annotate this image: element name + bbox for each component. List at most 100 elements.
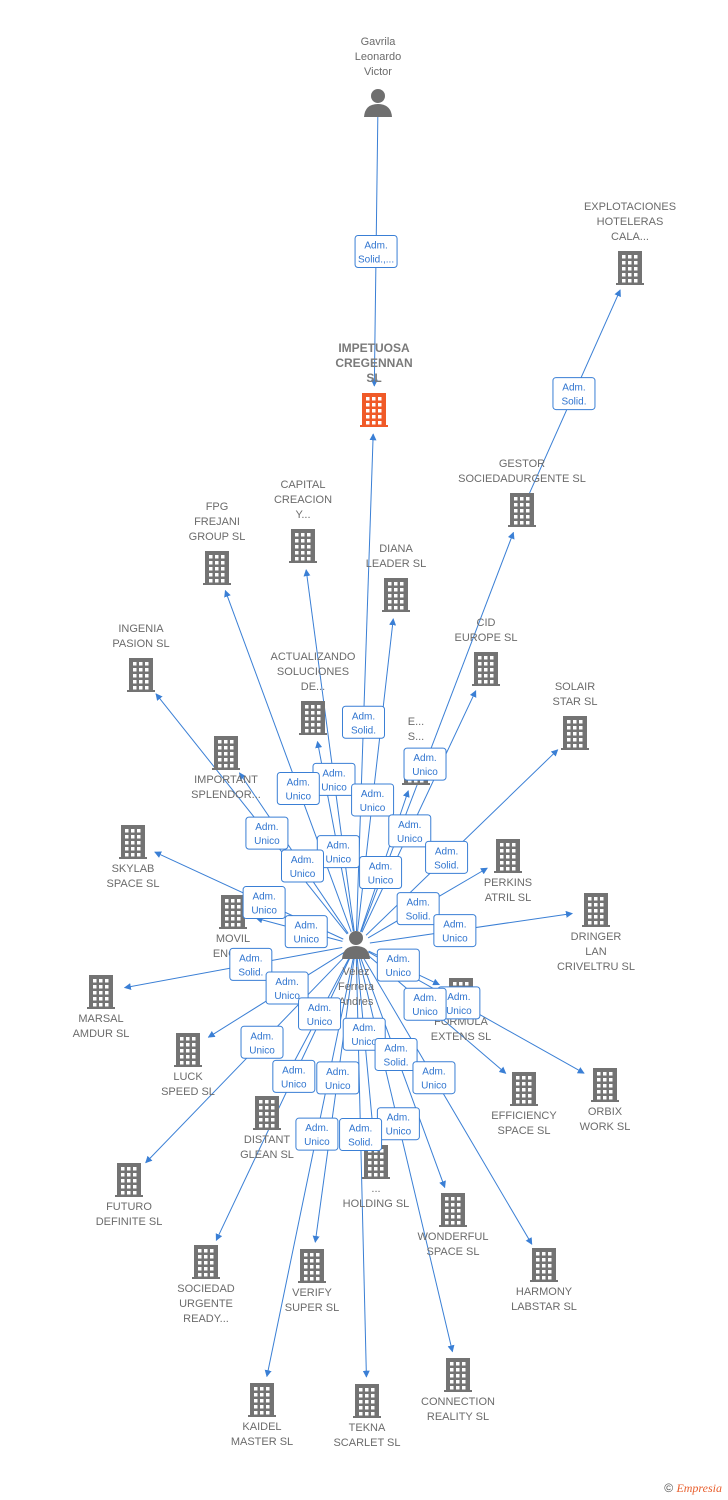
- role-text: Adm.: [327, 841, 350, 852]
- role-badge[interactable]: Adm.Unico: [240, 1025, 284, 1059]
- role-text: Unico: [442, 934, 468, 945]
- role-badge[interactable]: Adm.Unico: [276, 771, 320, 805]
- node-label: Leonardo: [355, 51, 402, 63]
- company-node[interactable]: ACTUALIZANDOSOLUCIONESDE...: [271, 651, 356, 735]
- node-label: GESTOR: [499, 458, 545, 470]
- role-badge[interactable]: Adm.Unico: [298, 997, 342, 1031]
- role-badge[interactable]: Adm.Unico: [376, 948, 420, 982]
- role-text: Unico: [386, 1127, 412, 1138]
- role-badge[interactable]: Adm.Unico: [388, 814, 432, 848]
- role-text: Adm.: [413, 753, 436, 764]
- role-text: Adm.: [447, 992, 470, 1003]
- role-text: Unico: [307, 1017, 333, 1028]
- role-text: Adm.: [295, 921, 318, 932]
- role-badge[interactable]: Adm.Unico: [403, 987, 447, 1021]
- role-text: Adm.: [353, 1023, 376, 1034]
- role-badge[interactable]: Adm.Unico: [376, 1107, 420, 1141]
- role-badge[interactable]: Adm.Solid.: [396, 892, 440, 926]
- role-badge[interactable]: Adm.Unico: [312, 762, 356, 796]
- role-text: Adm.: [352, 711, 375, 722]
- node-label: KAIDEL: [242, 1421, 281, 1433]
- node-label: IMPETUOSA: [338, 341, 410, 355]
- company-node[interactable]: GESTOR SOCIEDADURGENTE SL: [458, 458, 586, 527]
- role-badge[interactable]: Adm.Solid.: [552, 377, 596, 411]
- role-badge[interactable]: Adm.Unico: [284, 915, 328, 949]
- role-badge[interactable]: Adm.Unico: [272, 1059, 316, 1093]
- role-badge[interactable]: Adm.Solid.: [374, 1037, 418, 1071]
- role-badge[interactable]: Adm.Unico: [403, 747, 447, 781]
- role-text: Solid.: [384, 1057, 409, 1068]
- building-icon: [472, 652, 500, 686]
- building-icon: [299, 701, 327, 735]
- role-text: Unico: [351, 1037, 377, 1048]
- role-badge[interactable]: Adm.Solid.: [229, 947, 273, 981]
- role-badge[interactable]: Adm.Unico: [433, 914, 477, 948]
- node-label: Velez: [343, 966, 370, 978]
- role-badge[interactable]: Adm.Unico: [295, 1117, 339, 1151]
- role-badge[interactable]: Adm.Solid.: [341, 705, 385, 739]
- role-badge[interactable]: Adm.Unico: [245, 816, 289, 850]
- role-badge[interactable]: Adm.Unico: [280, 849, 324, 883]
- node-label: MARSAL: [78, 1013, 123, 1025]
- role-badge[interactable]: Adm.Solid.,...: [354, 235, 398, 269]
- company-node[interactable]: EXPLOTACIONESHOTELERASCALA...: [584, 201, 676, 285]
- building-icon: [174, 1033, 202, 1067]
- role-text: Solid.: [434, 860, 459, 871]
- role-badge[interactable]: Adm.Solid.: [425, 840, 469, 874]
- role-badge[interactable]: Adm.Unico: [359, 856, 403, 890]
- building-icon: [508, 493, 536, 527]
- role-text: Adm.: [252, 892, 275, 903]
- role-text: Adm.: [322, 768, 345, 779]
- node-label: SOCIEDADURGENTE SL: [458, 473, 586, 485]
- relation-edge: [303, 569, 355, 932]
- node-label: Ferrera: [338, 981, 375, 993]
- role-badge[interactable]: Adm.Unico: [351, 783, 395, 817]
- role-badge[interactable]: Adm.Unico: [316, 1061, 360, 1095]
- company-node[interactable]: IMPORTANTSPLENDOR...: [191, 736, 261, 801]
- role-badge[interactable]: Adm.Solid.: [339, 1118, 383, 1152]
- role-badge[interactable]: Adm.Unico: [412, 1061, 456, 1095]
- role-badge[interactable]: Adm.Unico: [242, 886, 286, 920]
- node-label: CREGENNAN: [335, 356, 412, 370]
- role-badge[interactable]: Adm.Unico: [437, 986, 481, 1020]
- company-node[interactable]: CAPITALCREACIONY...: [274, 479, 332, 563]
- node-label: LAN: [585, 946, 606, 958]
- role-text: Unico: [290, 869, 316, 880]
- brand-logo-text[interactable]: Empresia: [676, 1481, 722, 1495]
- node-label: EXTENS SL: [431, 1031, 492, 1043]
- role-badge[interactable]: Adm.Unico: [265, 971, 309, 1005]
- building-icon: [530, 1248, 558, 1282]
- node-label: PASION SL: [112, 638, 169, 650]
- node-label: SPACE SL: [498, 1125, 551, 1137]
- role-text: Adm.: [369, 862, 392, 873]
- company-node[interactable]: SOCIEDADURGENTEREADY...: [177, 1245, 235, 1325]
- role-text: Adm.: [255, 822, 278, 833]
- company-node[interactable]: ...HOLDING SL: [343, 1145, 410, 1210]
- role-text: Adm.: [326, 1067, 349, 1078]
- node-label: REALITY SL: [427, 1411, 489, 1423]
- node-label: DRINGER: [571, 931, 622, 943]
